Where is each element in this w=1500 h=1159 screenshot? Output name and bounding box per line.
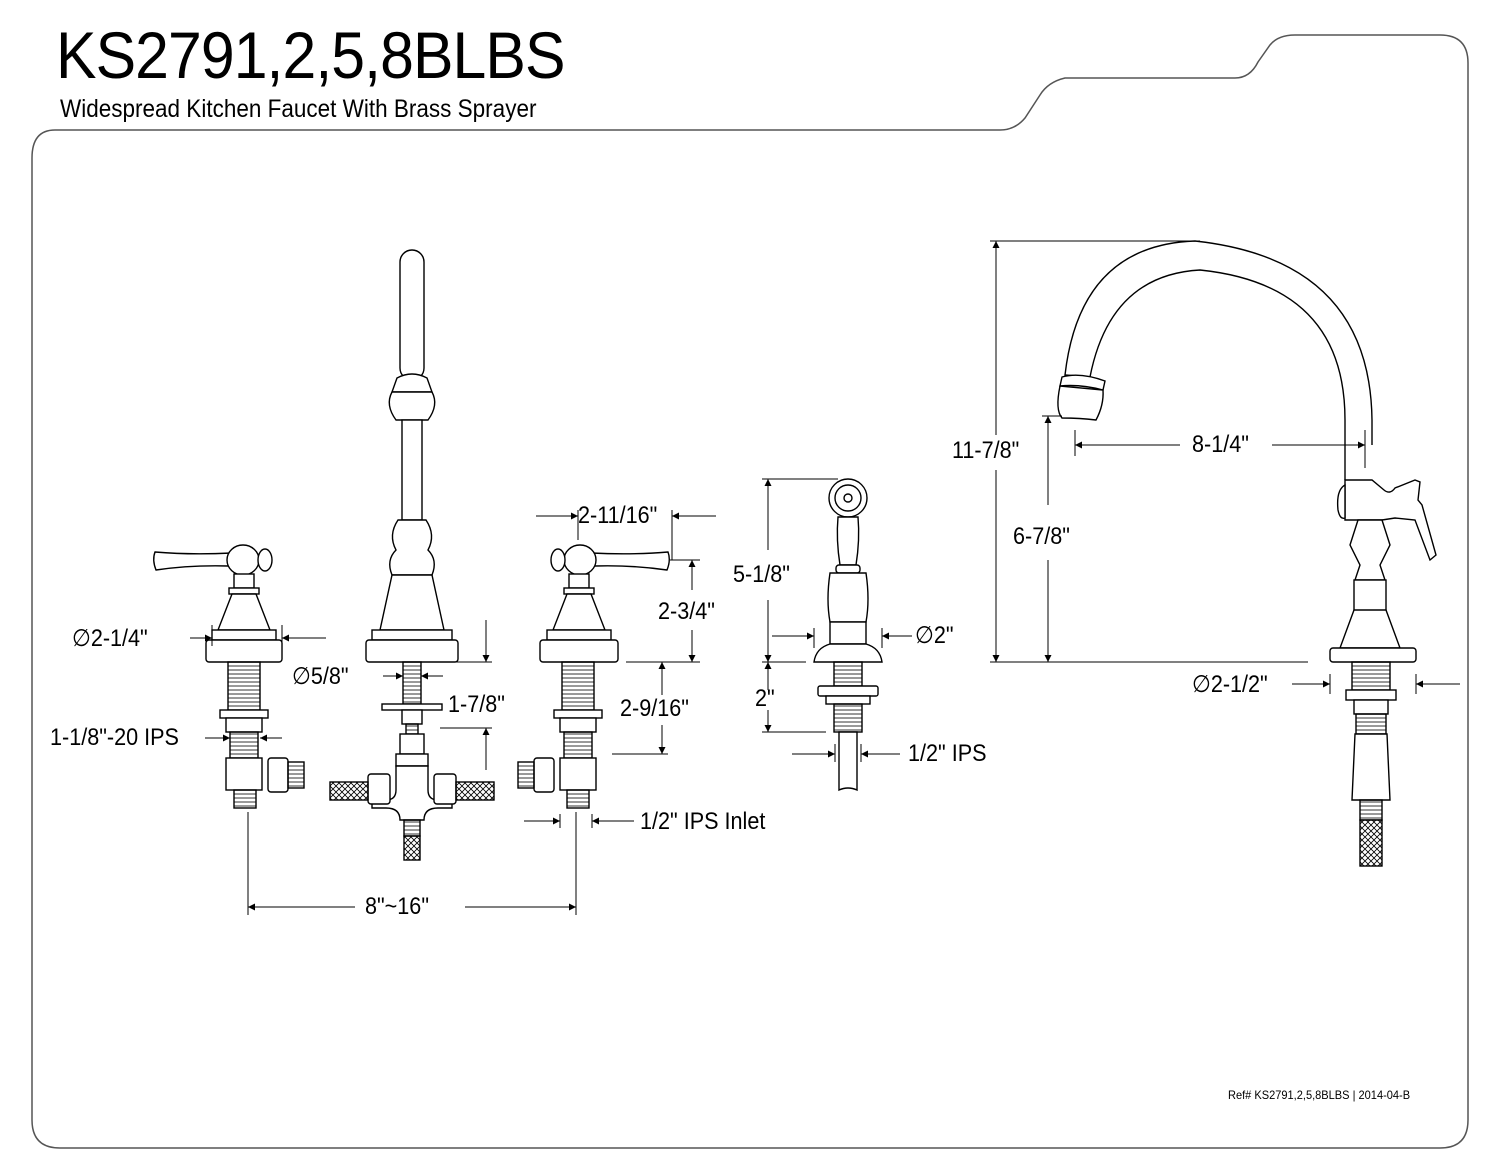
- dim-spout-clearance: 6-7/8": [1013, 523, 1070, 550]
- sprayer: [813, 478, 883, 792]
- dimension-lines: [190, 240, 1460, 915]
- dim-inlet: 1/2" IPS Inlet: [640, 808, 766, 835]
- dim-handle-thread: 1-1/8"-20 IPS: [50, 724, 179, 751]
- dim-spout-shank-diameter: ∅5/8": [292, 663, 349, 690]
- dim-spout-total-height: 11-7/8": [952, 437, 1020, 464]
- product-description: Widespread Kitchen Faucet With Brass Spr…: [60, 95, 537, 123]
- model-title: KS2791,2,5,8BLBS: [56, 18, 565, 92]
- dim-sprayer-connection: 1/2" IPS: [908, 740, 987, 767]
- dim-sprayer-base-diameter: ∅2": [915, 622, 954, 649]
- spout-side-view: [1057, 240, 1437, 867]
- dim-spout-shank-length: 1-7/8": [448, 691, 505, 718]
- dim-sprayer-shank-length: 2": [755, 685, 775, 712]
- dim-handle-base-diameter: ∅2-1/4": [72, 625, 148, 652]
- dim-spout-base-diameter: ∅2-1/2": [1192, 671, 1268, 698]
- left-handle-valve: [153, 544, 305, 809]
- dim-center-spread: 8"~16": [365, 893, 429, 920]
- spout-front-view: [329, 249, 495, 861]
- reference-number: Ref# KS2791,2,5,8BLBS | 2014-04-B: [1228, 1088, 1411, 1102]
- dim-sprayer-height: 5-1/8": [733, 561, 790, 588]
- dim-handle-spread: 2-11/16": [578, 502, 658, 529]
- dim-handle-shank-length: 2-9/16": [620, 695, 689, 722]
- dim-handle-height: 2-3/4": [658, 598, 715, 625]
- dim-spout-reach: 8-1/4": [1192, 431, 1249, 458]
- page-frame: [31, 34, 1469, 1149]
- right-handle-valve: [517, 544, 670, 809]
